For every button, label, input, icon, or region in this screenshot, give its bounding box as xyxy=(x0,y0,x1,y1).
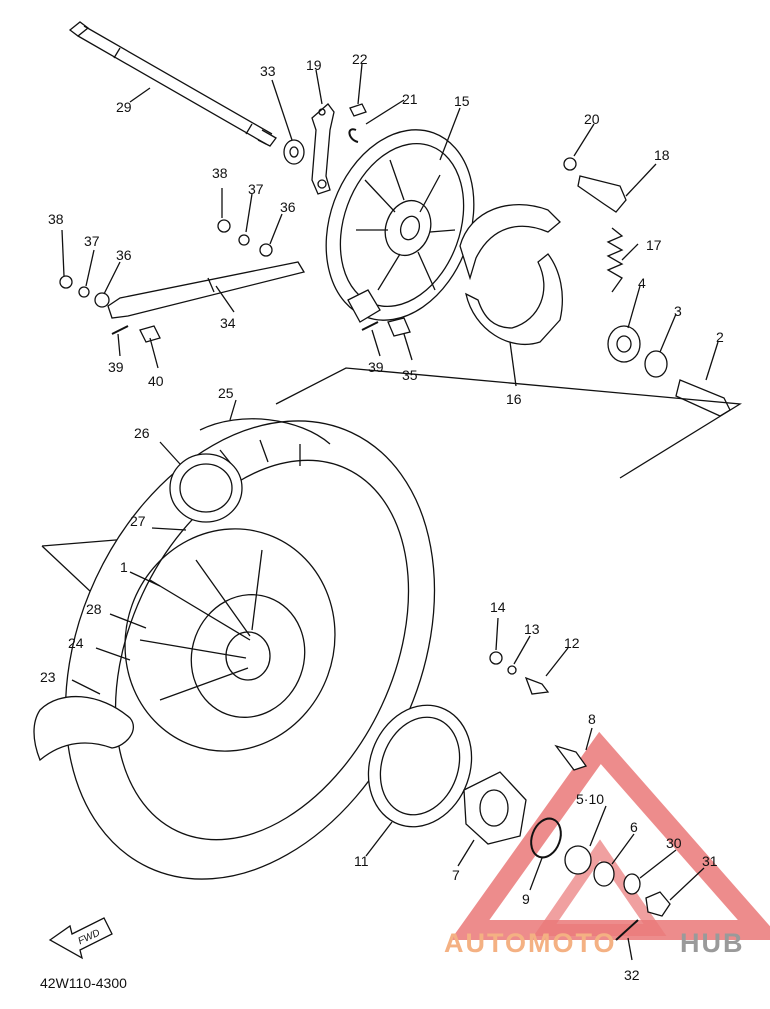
clip-21 xyxy=(348,128,359,143)
label-3: 3 xyxy=(674,303,682,319)
label-8: 8 xyxy=(588,711,596,727)
cotter-pin-39a xyxy=(111,325,129,335)
label-1: 1 xyxy=(120,559,128,575)
bearing-4 xyxy=(607,325,641,363)
label-14: 14 xyxy=(490,599,506,615)
watermark-text-hub: HUB xyxy=(680,928,745,958)
label-20: 20 xyxy=(584,111,600,127)
washer-36b xyxy=(94,292,110,308)
leader-lines xyxy=(61,63,719,961)
oil-seal-3 xyxy=(644,350,668,378)
watermark-logo xyxy=(450,731,770,940)
bolt-12 xyxy=(524,676,550,695)
label-16: 16 xyxy=(506,391,522,407)
label-34: 34 xyxy=(220,315,236,331)
label-21: 21 xyxy=(402,91,418,107)
label-32: 32 xyxy=(624,967,640,983)
label-31: 31 xyxy=(702,853,718,869)
label-36b: 36 xyxy=(116,247,132,263)
axle-washer xyxy=(283,139,305,165)
label-18: 18 xyxy=(654,147,670,163)
cotter-pin-32 xyxy=(615,919,639,941)
label-13: 13 xyxy=(524,621,540,637)
label-12: 12 xyxy=(564,635,580,651)
collar-6 xyxy=(593,861,615,887)
label-7: 7 xyxy=(452,867,460,883)
forward-arrow-icon: FWD xyxy=(48,917,113,960)
label-37b: 37 xyxy=(84,233,100,249)
lock-washer-37a xyxy=(238,234,250,246)
brake-shoe-plate xyxy=(325,129,475,323)
label-33: 33 xyxy=(260,63,276,79)
label-24: 24 xyxy=(68,635,84,651)
label-26: 26 xyxy=(134,425,150,441)
label-39a: 39 xyxy=(108,359,124,375)
sprocket-plate xyxy=(367,704,473,828)
inner-tube xyxy=(33,695,135,762)
bolt-22 xyxy=(349,103,367,117)
watermark-text-automoto: AUTOMOTO xyxy=(444,928,617,958)
cotter-pin-39b xyxy=(361,321,379,331)
clutch-hub xyxy=(463,771,527,845)
label-36a: 36 xyxy=(280,199,296,215)
bearing-5-10 xyxy=(564,845,592,875)
lock-washer-37b xyxy=(78,286,90,298)
nut-38b xyxy=(59,275,73,289)
label-17: 17 xyxy=(646,237,662,253)
collar-2 xyxy=(675,379,731,417)
label-35: 35 xyxy=(402,367,418,383)
bolt-35 xyxy=(387,317,411,337)
label-4: 4 xyxy=(638,275,646,291)
part-labels: 29 33 19 22 21 15 20 18 38 37 36 38 37 3… xyxy=(40,51,724,983)
tension-bar xyxy=(107,261,306,319)
bolt-8 xyxy=(554,744,588,771)
o-ring-9 xyxy=(530,817,562,859)
label-23: 23 xyxy=(40,669,56,685)
label-6: 6 xyxy=(630,819,638,835)
axle-nut-31 xyxy=(645,891,671,917)
label-19: 19 xyxy=(306,57,322,73)
cam-lever xyxy=(311,103,335,195)
washer-20 xyxy=(563,157,577,171)
label-22: 22 xyxy=(352,51,368,67)
lock-washer-13 xyxy=(507,665,517,675)
label-27: 27 xyxy=(130,513,146,529)
label-2: 2 xyxy=(716,329,724,345)
label-9: 9 xyxy=(522,891,530,907)
washer-14 xyxy=(489,651,503,665)
label-39b: 39 xyxy=(368,359,384,375)
label-30: 30 xyxy=(666,835,682,851)
label-29: 29 xyxy=(116,99,132,115)
diagram-code: 42W110-4300 xyxy=(40,975,127,991)
label-38b: 38 xyxy=(48,211,64,227)
label-11: 11 xyxy=(354,853,369,869)
label-38a: 38 xyxy=(212,165,228,181)
assembly-leader xyxy=(275,367,743,479)
label-40: 40 xyxy=(148,373,164,389)
label-28: 28 xyxy=(86,601,102,617)
washer-36a xyxy=(259,243,273,257)
rear-axle xyxy=(68,21,277,147)
washer-30 xyxy=(623,873,641,895)
shoe-spring xyxy=(606,227,624,293)
label-15: 15 xyxy=(454,93,470,109)
label-37a: 37 xyxy=(248,181,264,197)
brake-shoes xyxy=(459,204,563,346)
bolt-40 xyxy=(139,325,161,343)
wheel-hub xyxy=(124,528,336,752)
nut-38a xyxy=(217,219,231,233)
brake-camshaft xyxy=(577,175,627,213)
label-25: 25 xyxy=(218,385,234,401)
label-5-10: 5·10 xyxy=(576,791,604,807)
